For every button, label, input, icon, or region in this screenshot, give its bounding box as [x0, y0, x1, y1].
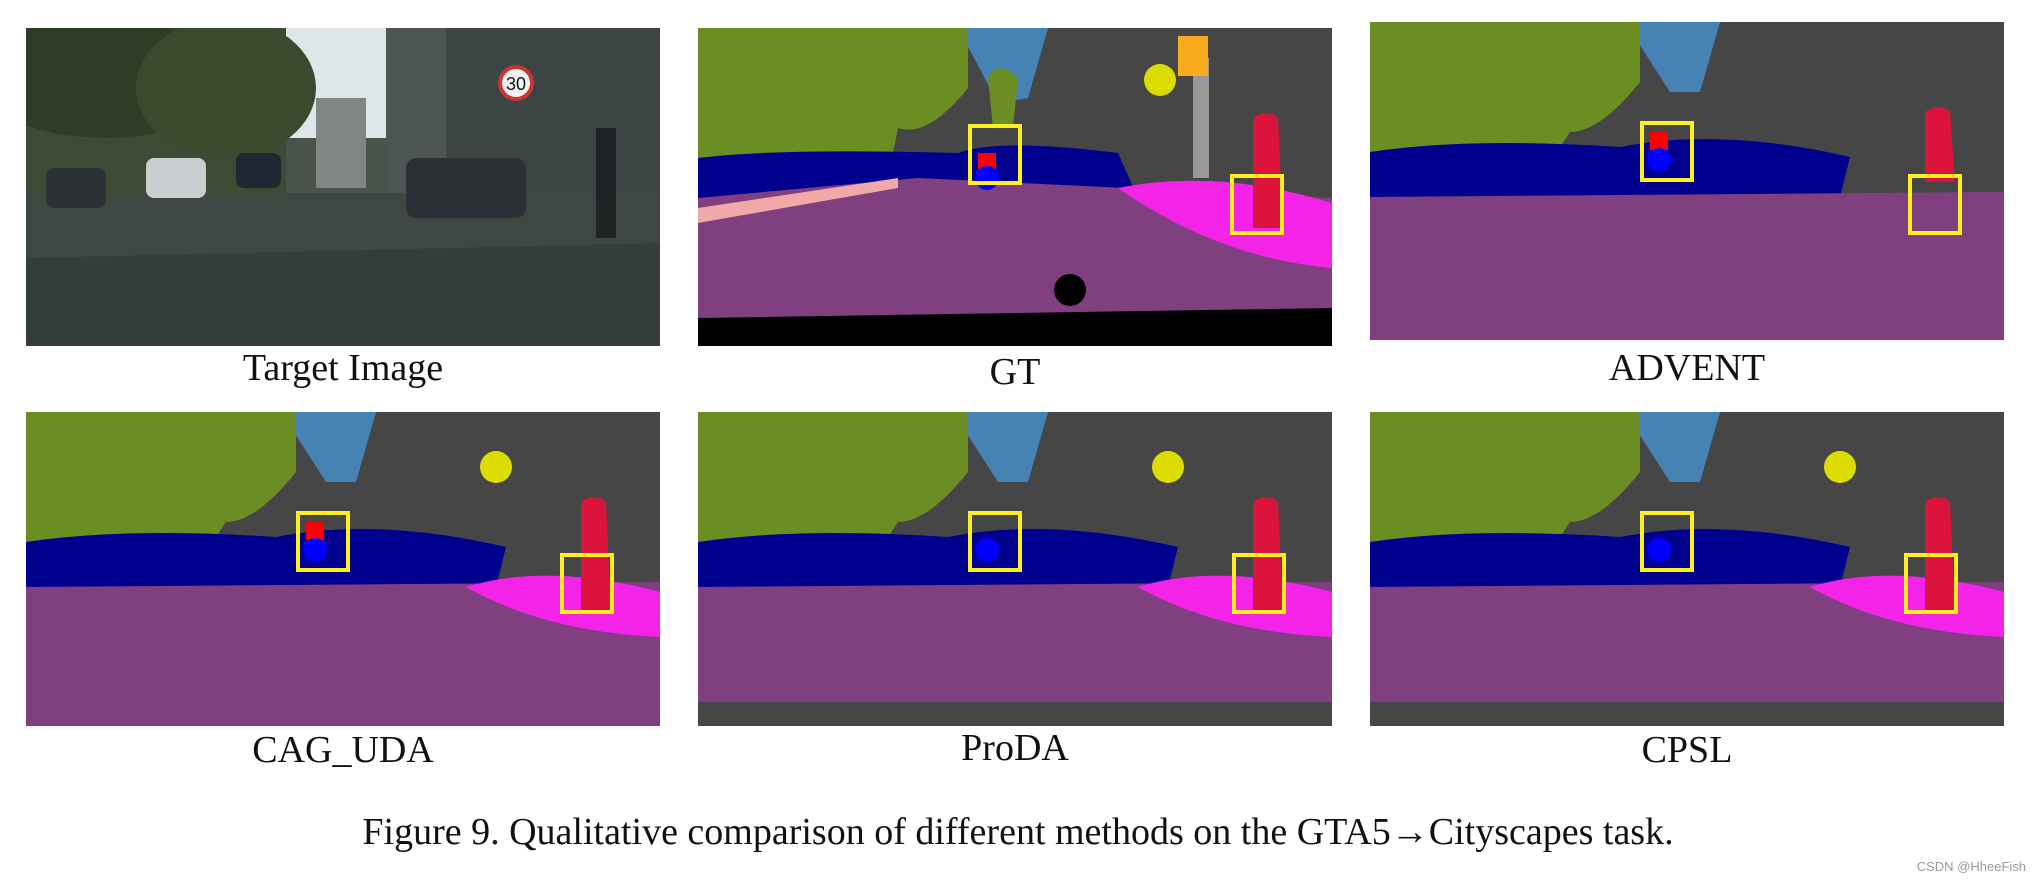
highlight-box-person [1230, 174, 1284, 235]
cpsl-panel [1370, 412, 2004, 726]
highlight-box-person [1904, 553, 1958, 614]
gt-panel [698, 28, 1332, 346]
highlight-box-person [560, 553, 614, 614]
highlight-box-rider [968, 124, 1022, 185]
speed-sign-text: 30 [506, 74, 526, 94]
cag-uda-panel [26, 412, 660, 726]
caption-proda: ProDA [961, 727, 1069, 769]
caption-target-image: Target Image [242, 347, 444, 389]
highlight-box-rider [296, 511, 350, 572]
cpsl-segmentation [1370, 412, 2004, 726]
highlight-box-rider [1640, 511, 1694, 572]
gt-segmentation [698, 28, 1332, 346]
target-image-panel: 30 [26, 28, 660, 346]
caption-cpsl: CPSL [1641, 729, 1733, 771]
advent-segmentation [1370, 22, 2004, 340]
watermark: CSDN @HheeFish [1916, 859, 2026, 874]
highlight-box-person [1232, 553, 1286, 614]
cag-uda-segmentation [26, 412, 660, 726]
proda-segmentation [698, 412, 1332, 726]
highlight-box-person [1908, 174, 1962, 235]
caption-cag-uda: CAG_UDA [252, 729, 434, 771]
figure-caption: Figure 9. Qualitative comparison of diff… [362, 811, 1674, 853]
advent-panel [1370, 22, 2004, 340]
highlight-box-rider [1640, 121, 1694, 182]
target-image: 30 [26, 28, 660, 346]
proda-panel [698, 412, 1332, 726]
caption-advent: ADVENT [1608, 347, 1766, 389]
speed-sign-icon [498, 65, 534, 101]
highlight-box-rider [968, 511, 1022, 572]
caption-gt: GT [989, 351, 1041, 393]
